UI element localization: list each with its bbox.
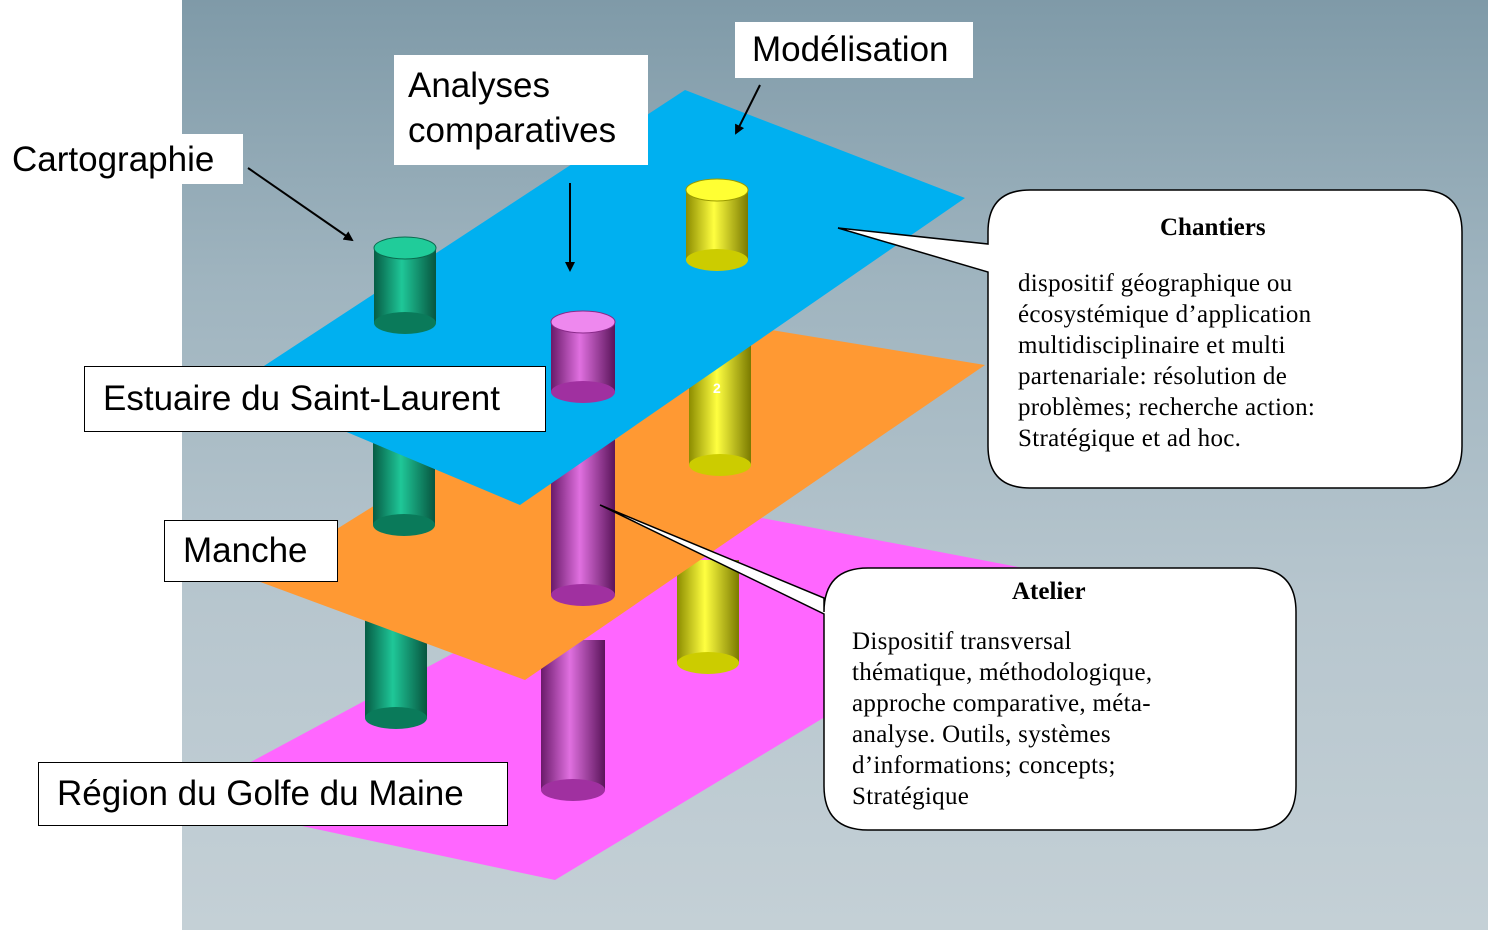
pillar-yellow-lower bbox=[677, 560, 739, 674]
callout-atelier-title: Atelier bbox=[1012, 578, 1086, 605]
callout-chantiers-body: dispositif géographique ou écosystémique… bbox=[1018, 270, 1316, 452]
arrow-cartographie bbox=[247, 167, 354, 242]
plane-label-bottom: Région du Golfe du Maine bbox=[38, 762, 508, 826]
plane-label-middle: Manche bbox=[164, 520, 338, 582]
label-cartographie: Cartographie bbox=[0, 134, 243, 184]
label-analyses-comparatives: Analyses comparatives bbox=[394, 55, 648, 165]
pillar-yellow-top bbox=[685, 178, 749, 271]
callout-atelier-bubble bbox=[599, 504, 1297, 831]
pillar-magenta-lower bbox=[541, 640, 605, 801]
plane-middle bbox=[255, 315, 985, 680]
plane-label-top: Estuaire du Saint-Laurent bbox=[84, 366, 546, 432]
pillar-green-top bbox=[373, 236, 437, 334]
callout-chantiers-bubble bbox=[837, 189, 1463, 489]
callout-atelier-body: Dispositif transversal thématique, métho… bbox=[852, 628, 1153, 810]
label-modelisation: Modélisation bbox=[735, 22, 973, 78]
pillar-magenta-top bbox=[550, 310, 616, 403]
callout-chantiers-title: Chantiers bbox=[1160, 214, 1266, 241]
arrow-modelisation bbox=[735, 84, 761, 135]
pillar-marker-number: 2 bbox=[713, 380, 721, 396]
